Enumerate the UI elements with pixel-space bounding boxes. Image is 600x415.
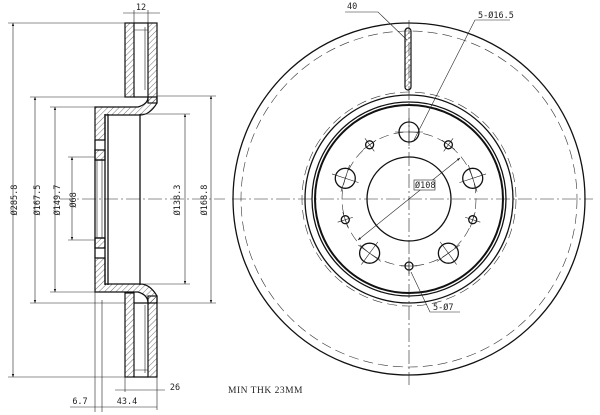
bore-lines [96, 160, 103, 238]
bolt-hole [462, 167, 484, 189]
hat-top [94, 96, 158, 141]
bolt-hole-crosshair [358, 241, 382, 265]
dim-center-bore: Ø68 [68, 192, 79, 207]
ext-lines-167 [30, 96, 125, 304]
holes-group [331, 118, 487, 274]
label-pcd: Ø108 [415, 180, 435, 191]
vane-section [404, 27, 412, 91]
hat-wall [94, 114, 141, 285]
dim-line-26 [115, 377, 165, 410]
vane-detail [134, 27, 148, 373]
leader-bolt-holes [413, 19, 510, 141]
side-view: Ø285.8 Ø167.5 Ø149.7 Ø68 Ø138.3 Ø168.8 1… [8, 3, 303, 412]
dim-inner-recess: Ø138.3 [172, 185, 183, 216]
bolt-hole-crosshair [395, 118, 423, 146]
front-view: 40 5-Ø16.5 5-Ø7 Ø108 [232, 2, 593, 385]
vane-lines [134, 22, 148, 378]
bolt-hole [437, 242, 460, 264]
dim-vent-width: 12 [136, 3, 146, 13]
leader-small-holes [410, 271, 460, 313]
bolt-hole [358, 242, 381, 264]
outer-plate-bottom [124, 292, 135, 378]
small-hole-crosshair [441, 138, 456, 152]
small-hole-crosshair [401, 258, 417, 274]
leader-vane-count [345, 11, 408, 41]
pcd-box [413, 179, 436, 191]
outer-plate-top [124, 22, 135, 98]
bolt-hole-crosshair [436, 241, 460, 265]
bolt-hole [334, 167, 356, 189]
ext-lines-168 [157, 95, 216, 304]
dim-hub-offset: 6.7 [72, 397, 87, 407]
small-hole [340, 215, 350, 225]
min-thickness-note: MIN THK 23MM [228, 386, 303, 396]
label-small-holes: 5-Ø7 [433, 302, 453, 313]
pcd-dim-line [357, 157, 461, 241]
bolt-hole-crosshair [459, 164, 487, 192]
bolt-hole-crosshair [331, 164, 359, 192]
inner-plate-top [147, 22, 158, 104]
label-vane-count: 40 [347, 2, 357, 12]
label-bolt-holes: 5-Ø16.5 [478, 10, 514, 21]
dim-disc-thickness: 26 [170, 383, 180, 393]
small-hole [468, 215, 478, 225]
dim-overall-diameter: Ø285.8 [9, 185, 20, 216]
dim-hat-outer: Ø167.5 [32, 185, 43, 216]
dim-total-height: 43.4 [117, 397, 137, 407]
small-hole-crosshair [362, 138, 377, 152]
dim-hat-inner: Ø149.7 [52, 185, 63, 216]
dim-hat-flange: Ø168.8 [199, 185, 210, 216]
ext-lines-149 [50, 106, 95, 293]
small-hole [443, 140, 454, 150]
dim-line-43 [70, 292, 157, 412]
dim-line-12 [123, 10, 160, 23]
small-hole-crosshair [337, 212, 353, 228]
ext-lines-285 [8, 22, 125, 378]
inner-plate-bottom [147, 295, 158, 378]
small-hole [364, 140, 375, 150]
ext-lines-138 [140, 113, 190, 285]
small-hole-crosshair [465, 212, 481, 228]
